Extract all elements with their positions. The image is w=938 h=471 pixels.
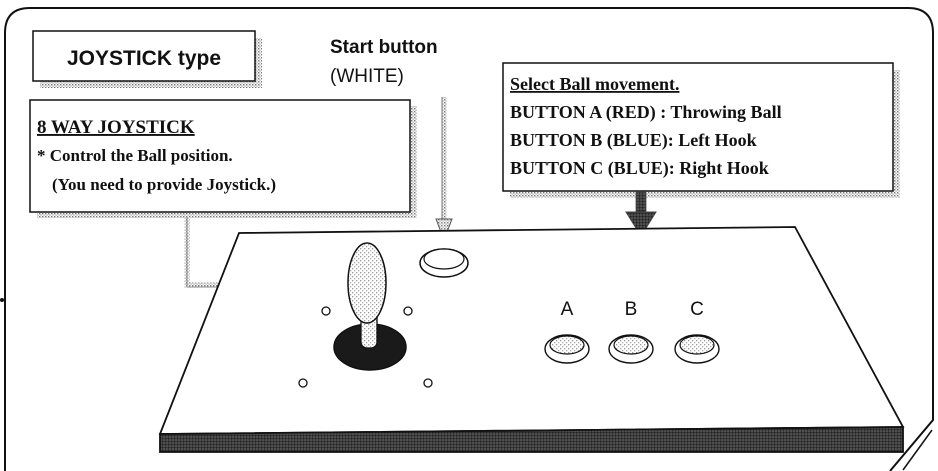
select-callout-line2: BUTTON B (BLUE): Left Hook <box>510 130 757 151</box>
joystick-mount-hole <box>423 378 433 388</box>
outer-frame <box>4 7 934 471</box>
joystick-callout-line2: (You need to provide Joystick.) <box>52 175 276 194</box>
control-panel <box>158 226 905 453</box>
joystick-callout-heading: 8 WAY JOYSTICK <box>37 117 195 138</box>
button-b-label: B <box>625 299 638 320</box>
button-c: C <box>674 299 720 364</box>
select-callout: Select Ball movement. BUTTON A (RED) : T… <box>502 62 900 198</box>
start-button <box>419 248 469 278</box>
select-callout-line1: BUTTON A (RED) : Throwing Ball <box>510 102 782 123</box>
select-callout-heading: Select Ball movement. <box>510 74 679 94</box>
button-b: B <box>608 299 654 364</box>
joystick-knob <box>347 242 387 324</box>
panel-front-edge <box>159 426 904 453</box>
joystick-mount-hole <box>298 378 308 388</box>
title-box: JOYSTICK type <box>32 30 262 88</box>
start-button-callout-line2: (WHITE) <box>330 66 404 87</box>
select-callout-line3: BUTTON C (BLUE): Right Hook <box>510 158 769 179</box>
margin-mark <box>0 298 4 302</box>
joystick-callout-line1: * Control the Ball position. <box>37 146 233 165</box>
start-button-arrow <box>435 97 453 242</box>
joystick <box>298 242 433 388</box>
start-button-callout-line1: Start button <box>330 37 438 58</box>
joystick-callout: 8 WAY JOYSTICK * Control the Ball positi… <box>29 99 417 218</box>
joystick-mount-hole <box>403 306 413 316</box>
button-a: A <box>544 299 590 364</box>
button-a-label: A <box>561 299 574 320</box>
joystick-mount-hole <box>321 306 331 316</box>
frame-corner-mark <box>902 429 933 471</box>
title-label: JOYSTICK type <box>67 47 221 70</box>
button-c-label: C <box>690 299 704 320</box>
panel-top <box>158 226 905 435</box>
select-arrow <box>625 191 657 237</box>
